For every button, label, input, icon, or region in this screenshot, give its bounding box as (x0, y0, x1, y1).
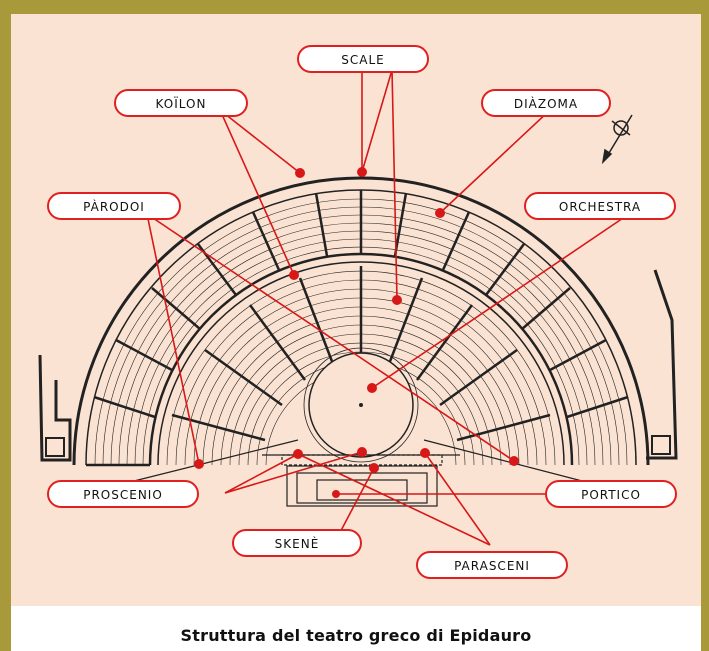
right-tower (651, 435, 671, 455)
label-proscenio-text: PROSCENIO (83, 488, 163, 502)
label-parodoi: PÀRODOI (47, 192, 181, 220)
lower-stairways (171, 266, 551, 442)
right-retaining-wall (646, 269, 678, 460)
label-skene: SKENÈ (232, 529, 362, 557)
compass-icon (601, 114, 633, 165)
label-diazoma: DIÀZOMA (481, 89, 611, 117)
diazoma-inner-edge (157, 261, 565, 466)
diagram-caption: Struttura del teatro greco di Epidauro (180, 626, 532, 645)
label-skene-text: SKENÈ (275, 536, 320, 551)
label-portico: PORTICO (545, 480, 677, 508)
leader-lines (146, 69, 633, 546)
left-retaining-wall (38, 354, 72, 462)
label-proscenio: PROSCENIO (47, 480, 199, 508)
parodos-left (129, 439, 299, 483)
label-orchestra-text: ORCHESTRA (559, 200, 641, 214)
label-diazoma-text: DIÀZOMA (514, 96, 578, 111)
parodos-right (423, 439, 587, 483)
upper-stairways (86, 190, 629, 467)
orchestra-drain (303, 347, 419, 463)
label-koilon-text: KOÏLON (156, 96, 207, 111)
left-tower (45, 437, 65, 457)
skene-building (262, 454, 460, 507)
label-koilon: KOÏLON (114, 89, 248, 117)
label-orchestra: ORCHESTRA (524, 192, 676, 220)
label-portico-text: PORTICO (581, 488, 641, 502)
label-parasceni: PARASCENI (416, 551, 568, 579)
diagram-labels: SCALE KOÏLON DIÀZOMA PÀRODOI ORCHESTRA P… (47, 45, 677, 579)
orchestra-center (359, 403, 363, 407)
diazoma-band (148, 252, 574, 466)
label-scale-text: SCALE (341, 53, 384, 67)
theatre-plan (38, 176, 678, 507)
label-scale: SCALE (297, 45, 429, 73)
label-parasceni-text: PARASCENI (454, 559, 530, 573)
caption-area: Struttura del teatro greco di Epidauro (11, 606, 701, 651)
leader-dots (194, 167, 519, 498)
outer-wall (72, 176, 650, 466)
label-parodoi-text: PÀRODOI (83, 199, 145, 214)
